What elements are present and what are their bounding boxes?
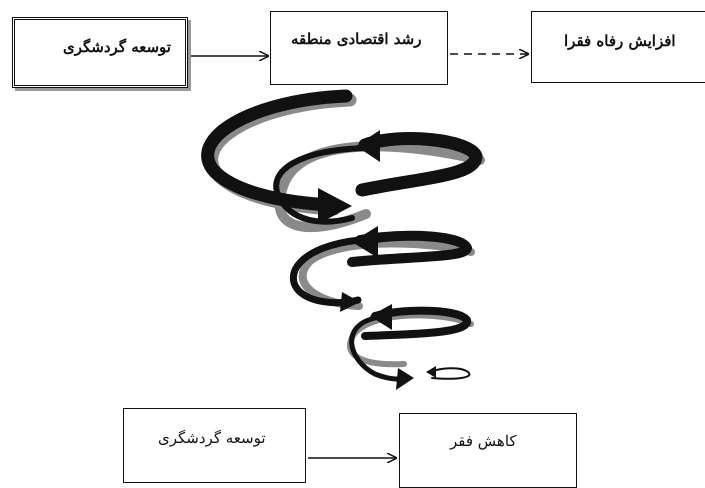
box-poor-welfare-increase: افزایش رفاه فقرا [531, 11, 705, 83]
box-poverty-reduction: کاهش فقر [399, 413, 577, 488]
spiral-arrow [201, 89, 483, 382]
box-tourism-development-top-label: توسعه گردشگری [63, 38, 171, 56]
spiral-arrowheads [318, 130, 436, 390]
box-poverty-reduction-label: کاهش فقر [450, 432, 517, 450]
box-tourism-development-bottom: توسعه گردشگری [123, 408, 306, 483]
box-tourism-development-bottom-label: توسعه گردشگری [158, 429, 266, 447]
box-regional-economic-growth: رشد اقتصادی منطقه [270, 11, 448, 85]
box-regional-economic-growth-label: رشد اقتصادی منطقه [291, 30, 422, 48]
box-tourism-development-top: توسعه گردشگری [12, 17, 188, 88]
box-poor-welfare-increase-label: افزایش رفاه فقرا [564, 32, 676, 50]
